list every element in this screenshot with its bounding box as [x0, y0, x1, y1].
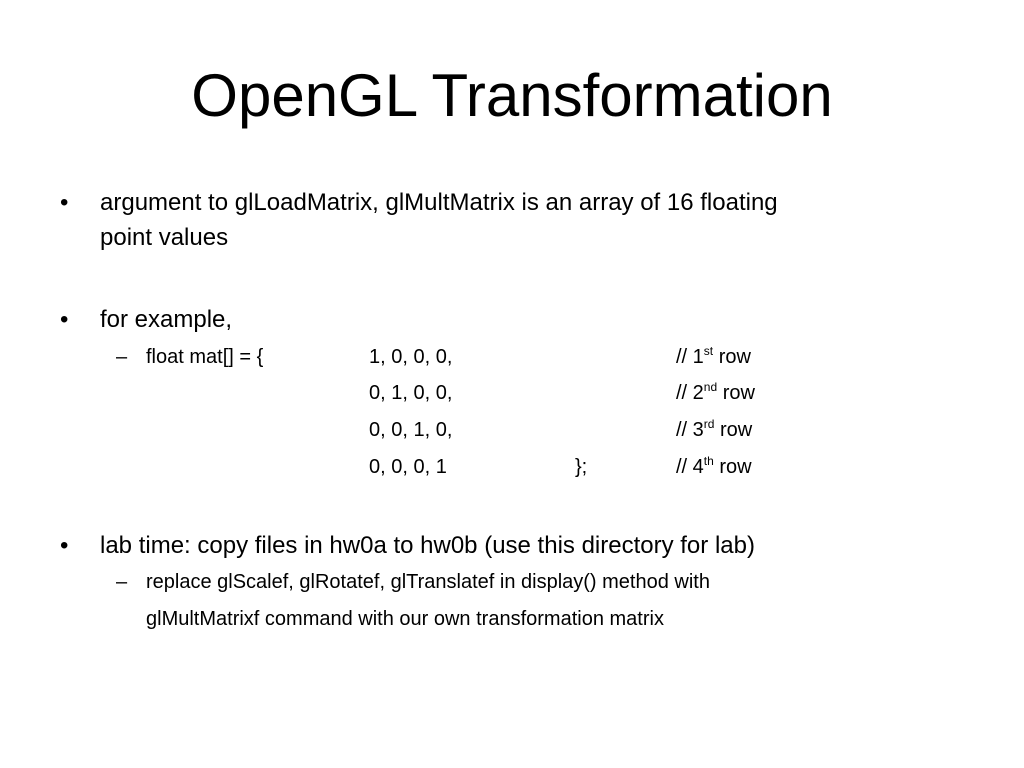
matrix-row-2-values: 0, 1, 0, 0, [369, 382, 453, 404]
matrix-row-3-comment: // 3rd row [676, 417, 753, 441]
slide-title: OpenGL Transformation [191, 62, 833, 129]
sub-bullet-replace-line1: replace glScalef, glRotatef, glTranslate… [146, 571, 710, 593]
matrix-close-brace: }; [575, 456, 588, 478]
matrix-row-4-comment: // 4th row [676, 454, 752, 478]
matrix-row-1-values: 1, 0, 0, 0, [369, 346, 453, 368]
code-declaration: float mat[] = { [146, 346, 264, 368]
bullet-lab-time-text: lab time: copy files in hw0a to hw0b (us… [100, 532, 755, 559]
sub-bullet-marker: – [116, 346, 128, 368]
bullet-marker: • [60, 532, 69, 559]
bullet-example-text: for example, [100, 306, 233, 333]
matrix-row-2-comment: // 2nd row [676, 380, 755, 404]
matrix-row-3-values: 0, 0, 1, 0, [369, 419, 453, 441]
bullet-argument-line1: argument to glLoadMatrix, glMultMatrix i… [100, 189, 778, 216]
bullet-argument-line2: point values [100, 224, 229, 251]
matrix-row-1-comment: // 1st row [676, 344, 751, 368]
bullet-marker: • [60, 189, 69, 216]
sub-bullet-replace-line2: glMultMatrixf command with our own trans… [146, 608, 664, 630]
bullet-marker: • [60, 306, 69, 333]
matrix-row-4-values: 0, 0, 0, 1 [369, 456, 447, 478]
sub-bullet-marker: – [116, 571, 128, 593]
